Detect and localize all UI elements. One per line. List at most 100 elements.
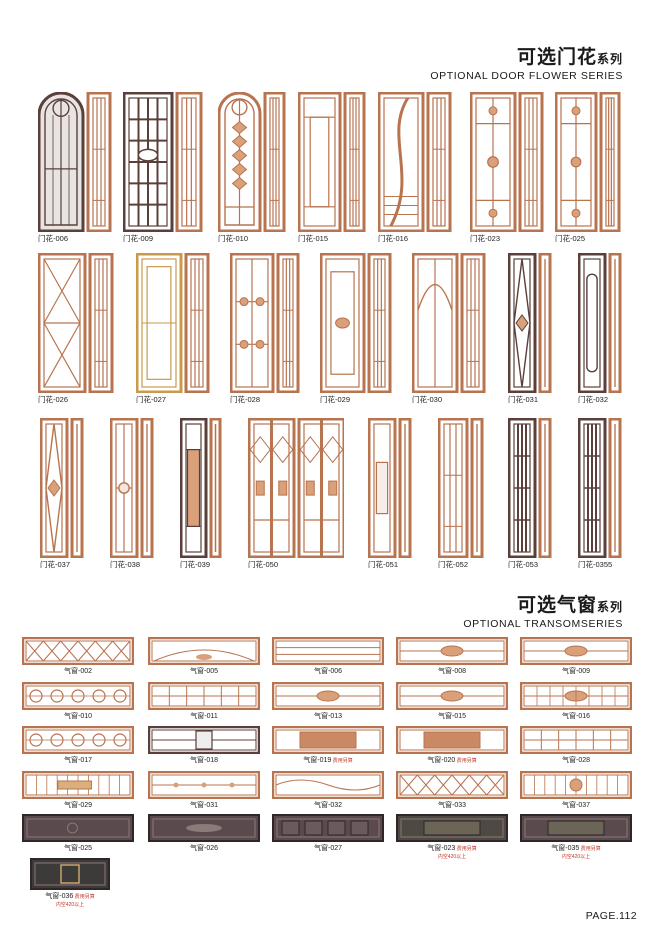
door-flower-item: 门花-051 — [368, 418, 412, 570]
transom-drawing — [520, 682, 632, 710]
transom-code: 气窗-032 — [313, 802, 342, 809]
transom-label: 气窗-019 费用另算 — [272, 755, 384, 765]
transom-drawing — [272, 637, 384, 665]
transom-label: 气窗-017 — [22, 755, 134, 765]
transom-code: 气窗-033 — [437, 802, 466, 809]
transom-code: 气窗-031 — [189, 802, 218, 809]
door-flower-drawing — [438, 418, 484, 558]
door-section-header: 可选门花系列 OPTIONAL DOOR FLOWER SERIES — [430, 46, 623, 83]
transom-code: 气窗-026 — [189, 845, 218, 852]
transom-code: 气窗-009 — [561, 668, 590, 675]
transom-label: 气窗-009 — [520, 666, 632, 676]
transom-extra-cost-note: 费用另算 — [73, 894, 95, 900]
transom-drawing — [148, 726, 260, 754]
transom-size-note: 内空420以上 — [561, 854, 591, 860]
door-flower-item: 门花-016 — [378, 92, 452, 244]
door-flower-item: 门花-009 — [123, 92, 203, 244]
door-flower-item: 门花-028 — [230, 253, 300, 405]
transom-item: 气窗-016 — [520, 682, 632, 730]
door-flower-drawing — [123, 92, 203, 232]
door-flower-label: 门花-038 — [110, 560, 141, 569]
door-flower-drawing — [38, 253, 114, 393]
transom-item: 气窗-026 — [148, 814, 260, 862]
transom-label: 气窗-015 — [396, 711, 508, 721]
transom-item: 气窗-032 — [272, 771, 384, 819]
page-number: PAGE.112 — [585, 910, 637, 922]
transom-item: 气窗-013 — [272, 682, 384, 730]
transom-code: 气窗-010 — [63, 713, 92, 720]
transom-label: 气窗-023 费用另算内空420以上 — [396, 843, 508, 860]
transom-label: 气窗-032 — [272, 800, 384, 810]
transom-item: 气窗-010 — [22, 682, 134, 730]
transom-drawing — [272, 682, 384, 710]
transom-code: 气窗-028 — [561, 757, 590, 764]
door-flower-drawing — [38, 92, 112, 232]
transom-label: 气窗-025 — [22, 843, 134, 853]
transom-item: 气窗-015 — [396, 682, 508, 730]
transom-label: 气窗-013 — [272, 711, 384, 721]
transom-drawing — [148, 771, 260, 799]
transom-section-title: 可选气窗系列 — [516, 594, 623, 616]
transom-label: 气窗-026 — [148, 843, 260, 853]
door-flower-label: 门花-053 — [508, 560, 539, 569]
transom-label: 气窗-018 — [148, 755, 260, 765]
door-flower-drawing — [40, 418, 84, 558]
transom-label: 气窗-035 费用另算内空420以上 — [520, 843, 632, 860]
door-flower-label: 门花-039 — [180, 560, 211, 569]
transom-drawing — [396, 637, 508, 665]
door-flower-item: 门花-0355 — [578, 418, 622, 570]
transom-drawing — [22, 814, 134, 842]
transom-code: 气窗-036 — [45, 893, 74, 900]
transom-item: 气窗-035 费用另算内空420以上 — [520, 814, 632, 862]
transom-code: 气窗-008 — [437, 668, 466, 675]
transom-item: 气窗-011 — [148, 682, 260, 730]
transom-drawing — [272, 771, 384, 799]
door-flower-drawing — [508, 418, 552, 558]
door-flower-item: 门花-026 — [38, 253, 114, 405]
transom-code: 气窗-025 — [63, 845, 92, 852]
door-flower-item: 门花-050 — [248, 418, 344, 570]
door-flower-item: 门花-029 — [320, 253, 392, 405]
transom-drawing — [520, 726, 632, 754]
transom-drawing — [520, 814, 632, 842]
transom-drawing — [520, 637, 632, 665]
transom-item: 气窗-018 — [148, 726, 260, 774]
door-flower-drawing — [378, 92, 452, 232]
transom-code: 气窗-027 — [313, 845, 342, 852]
transom-drawing — [396, 726, 508, 754]
door-flower-item: 门花-031 — [508, 253, 552, 405]
door-flower-drawing — [320, 253, 392, 393]
transom-code: 气窗-006 — [313, 668, 342, 675]
transom-item: 气窗-002 — [22, 637, 134, 685]
transom-code: 气窗-002 — [63, 668, 92, 675]
transom-item: 气窗-020 费用另算 — [396, 726, 508, 774]
transom-size-note: 内空420以上 — [55, 902, 85, 908]
door-flower-item: 门花-023 — [470, 92, 544, 244]
door-flower-drawing — [230, 253, 300, 393]
door-flower-label: 门花-009 — [123, 234, 154, 243]
door-flower-label: 门花-027 — [136, 395, 167, 404]
door-section-subtitle: OPTIONAL DOOR FLOWER SERIES — [430, 70, 623, 82]
transom-extra-cost-note: 费用另算 — [455, 758, 477, 764]
door-flower-drawing — [555, 92, 621, 232]
door-flower-drawing — [508, 253, 552, 393]
transom-item: 气窗-009 — [520, 637, 632, 685]
transom-extra-cost-note: 费用另算 — [331, 758, 353, 764]
door-flower-label: 门花-015 — [298, 234, 329, 243]
door-flower-drawing — [368, 418, 412, 558]
transom-drawing — [396, 682, 508, 710]
transom-item: 气窗-036 费用另算内空420以上 — [30, 858, 110, 910]
door-flower-item: 门花-025 — [555, 92, 621, 244]
transom-code: 气窗-015 — [437, 713, 466, 720]
door-flower-drawing — [578, 253, 622, 393]
transom-label: 气窗-028 — [520, 755, 632, 765]
door-flower-label: 门花-051 — [368, 560, 399, 569]
transom-code: 气窗-016 — [561, 713, 590, 720]
transom-label: 气窗-016 — [520, 711, 632, 721]
transom-label: 气窗-031 — [148, 800, 260, 810]
transom-section-header: 可选气窗系列 OPTIONAL TRANSOMSERIES — [463, 594, 623, 631]
door-flower-item: 门花-053 — [508, 418, 552, 570]
transom-code: 气窗-037 — [561, 802, 590, 809]
transom-item: 气窗-005 — [148, 637, 260, 685]
door-section-title: 可选门花系列 — [516, 46, 623, 68]
